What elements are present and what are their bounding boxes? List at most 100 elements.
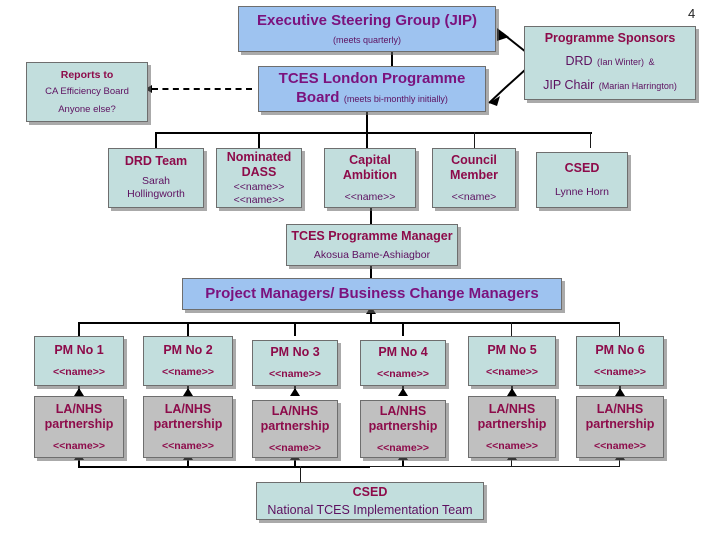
- node-pm-4[interactable]: PM No 4 <<name>>: [360, 340, 446, 386]
- node-pm-3[interactable]: PM No 3 <<name>>: [252, 340, 338, 386]
- drd-team-name-1: Sarah: [141, 174, 171, 187]
- partnership-2-title-line-2: partnership: [153, 416, 223, 431]
- sponsors-jip-name: (Marian Harrington): [598, 81, 677, 92]
- node-pm-1[interactable]: PM No 1 <<name>>: [34, 336, 124, 386]
- node-pm-5[interactable]: PM No 5 <<name>>: [468, 336, 556, 386]
- pm-1-title: PM No 1: [54, 343, 104, 358]
- partnership-3-name: <<name>>: [269, 441, 321, 454]
- reports-to-line-2: Anyone else?: [58, 103, 116, 115]
- connector-pms-riser: [370, 314, 372, 324]
- node-nominated-dass[interactable]: Nominated DASS <<name>> <<name>>: [216, 148, 302, 208]
- board-title-line-2-row: Board (meets bi-monthly initially): [296, 89, 448, 108]
- partnership-4-title-line-1: LA/NHS: [379, 404, 427, 419]
- dass-name-2: <<name>>: [233, 193, 285, 206]
- csed-bottom-title: CSED: [352, 484, 388, 499]
- node-reports-to[interactable]: Reports to CA Efficiency Board Anyone el…: [26, 62, 148, 122]
- dass-title-line-1: Nominated: [226, 149, 292, 164]
- partnership-1-title-line-1: LA/NHS: [55, 402, 103, 417]
- node-capital-ambition[interactable]: Capital Ambition <<name>>: [324, 148, 416, 208]
- sponsors-line-2: JIP Chair (Marian Harrington): [543, 76, 677, 95]
- connector-riser-la6: [619, 458, 620, 466]
- esg-subtitle: (meets quarterly): [332, 35, 402, 46]
- connector-board-to-esg: [391, 52, 393, 66]
- node-programme-sponsors[interactable]: Programme Sponsors DRD (Ian Winter) & JI…: [524, 26, 696, 100]
- council-title-line-2: Member: [450, 167, 498, 182]
- node-partnership-3[interactable]: LA/NHS partnership <<name>>: [252, 400, 338, 458]
- sponsors-title: Programme Sponsors: [544, 30, 676, 45]
- node-executive-steering-group[interactable]: Executive Steering Group (JIP) (meets qu…: [238, 6, 496, 52]
- connector-drop-csed: [590, 132, 591, 148]
- sponsors-drd-label: DRD: [565, 53, 593, 68]
- node-partnership-2[interactable]: LA/NHS partnership <<name>>: [143, 396, 233, 458]
- partnership-1-name: <<name>>: [53, 439, 105, 452]
- board-title-line-1: TCES London Programme: [278, 69, 466, 87]
- sponsors-line-1: DRD (Ian Winter) &: [565, 52, 654, 71]
- pm-6-title: PM No 6: [595, 343, 645, 358]
- csed-member-name: Lynne Horn: [555, 186, 609, 199]
- pm-3-name: <<name>>: [269, 368, 321, 381]
- capital-title-line-1: Capital: [349, 153, 391, 168]
- arrow-pms-to-banner: [366, 306, 376, 314]
- capital-title-line-2: Ambition: [342, 167, 398, 182]
- manager-title: TCES Programme Manager: [291, 228, 453, 243]
- partnership-6-name: <<name>>: [594, 439, 646, 452]
- connector-bus-board-members: [155, 132, 592, 134]
- node-pm-banner[interactable]: Project Managers/ Business Change Manage…: [182, 278, 562, 310]
- connector-pmbanner-to-manager: [370, 258, 372, 278]
- arrow-pm6-to-la6: [615, 388, 625, 396]
- pm-5-name: <<name>>: [486, 366, 538, 379]
- manager-name: Akosua Bame-Ashiagbor: [313, 248, 431, 261]
- esg-title: Executive Steering Group (JIP): [256, 12, 478, 30]
- dass-name-1: <<name>>: [233, 181, 285, 194]
- node-programme-board[interactable]: TCES London Programme Board (meets bi-mo…: [258, 66, 486, 112]
- board-subtitle: (meets bi-monthly initially): [343, 94, 448, 105]
- node-partnership-6[interactable]: LA/NHS partnership <<name>>: [576, 396, 664, 458]
- council-name: <<name>: [451, 190, 497, 203]
- csed-member-title: CSED: [564, 161, 600, 176]
- connector-riser-la5: [511, 458, 512, 466]
- pm-banner-title: Project Managers/ Business Change Manage…: [205, 285, 539, 303]
- connector-capital-to-manager: [370, 208, 372, 224]
- council-title-line-1: Council: [451, 153, 497, 168]
- node-csed-bottom[interactable]: CSED National TCES Implementation Team: [256, 482, 484, 520]
- dass-title-line-2: DASS: [241, 164, 277, 179]
- node-programme-manager[interactable]: TCES Programme Manager Akosua Bame-Ashia…: [286, 224, 458, 266]
- partnership-5-title-line-2: partnership: [477, 416, 547, 431]
- connector-reports-to-board: [152, 88, 252, 90]
- connector-riser-la4: [402, 458, 404, 466]
- connector-csed-riser: [300, 466, 301, 482]
- node-partnership-5[interactable]: LA/NHS partnership <<name>>: [468, 396, 556, 458]
- node-drd-team[interactable]: DRD Team Sarah Hollingworth: [108, 148, 204, 208]
- csed-bottom-subtitle: National TCES Implementation Team: [267, 502, 473, 517]
- connector-drop-council: [474, 132, 475, 148]
- connector-drop-pm4: [402, 322, 404, 336]
- reports-to-title: Reports to: [60, 69, 114, 82]
- node-council-member[interactable]: Council Member <<name>: [432, 148, 516, 208]
- connector-drop-pm2: [187, 322, 189, 336]
- partnership-5-name: <<name>>: [486, 439, 538, 452]
- connector-drop-pm5: [511, 322, 512, 336]
- sponsors-drd-name: (Ian Winter): [597, 56, 645, 67]
- pm-4-name: <<name>>: [377, 368, 429, 381]
- partnership-2-name: <<name>>: [162, 439, 214, 452]
- node-pm-2[interactable]: PM No 2 <<name>>: [143, 336, 233, 386]
- sponsors-jip-label: JIP Chair: [543, 78, 595, 93]
- node-pm-6[interactable]: PM No 6 <<name>>: [576, 336, 664, 386]
- pm-2-name: <<name>>: [162, 366, 214, 379]
- node-partnership-1[interactable]: LA/NHS partnership <<name>>: [34, 396, 124, 458]
- node-partnership-4[interactable]: LA/NHS partnership <<name>>: [360, 400, 446, 458]
- pm-4-title: PM No 4: [378, 345, 428, 360]
- arrow-pm1-to-la1: [74, 388, 84, 396]
- capital-name: <<name>>: [344, 190, 396, 203]
- connector-drop-capital: [366, 112, 368, 148]
- arrow-pm2-to-la2: [183, 388, 193, 396]
- page-number: 4: [688, 6, 696, 21]
- partnership-3-title-line-2: partnership: [260, 418, 330, 433]
- partnership-3-title-line-1: LA/NHS: [271, 404, 319, 419]
- node-csed-member[interactable]: CSED Lynne Horn: [536, 152, 628, 208]
- connector-bus-pms: [78, 322, 620, 324]
- partnership-4-name: <<name>>: [377, 441, 429, 454]
- pm-1-name: <<name>>: [53, 366, 105, 379]
- sponsors-ampersand: &: [648, 56, 655, 67]
